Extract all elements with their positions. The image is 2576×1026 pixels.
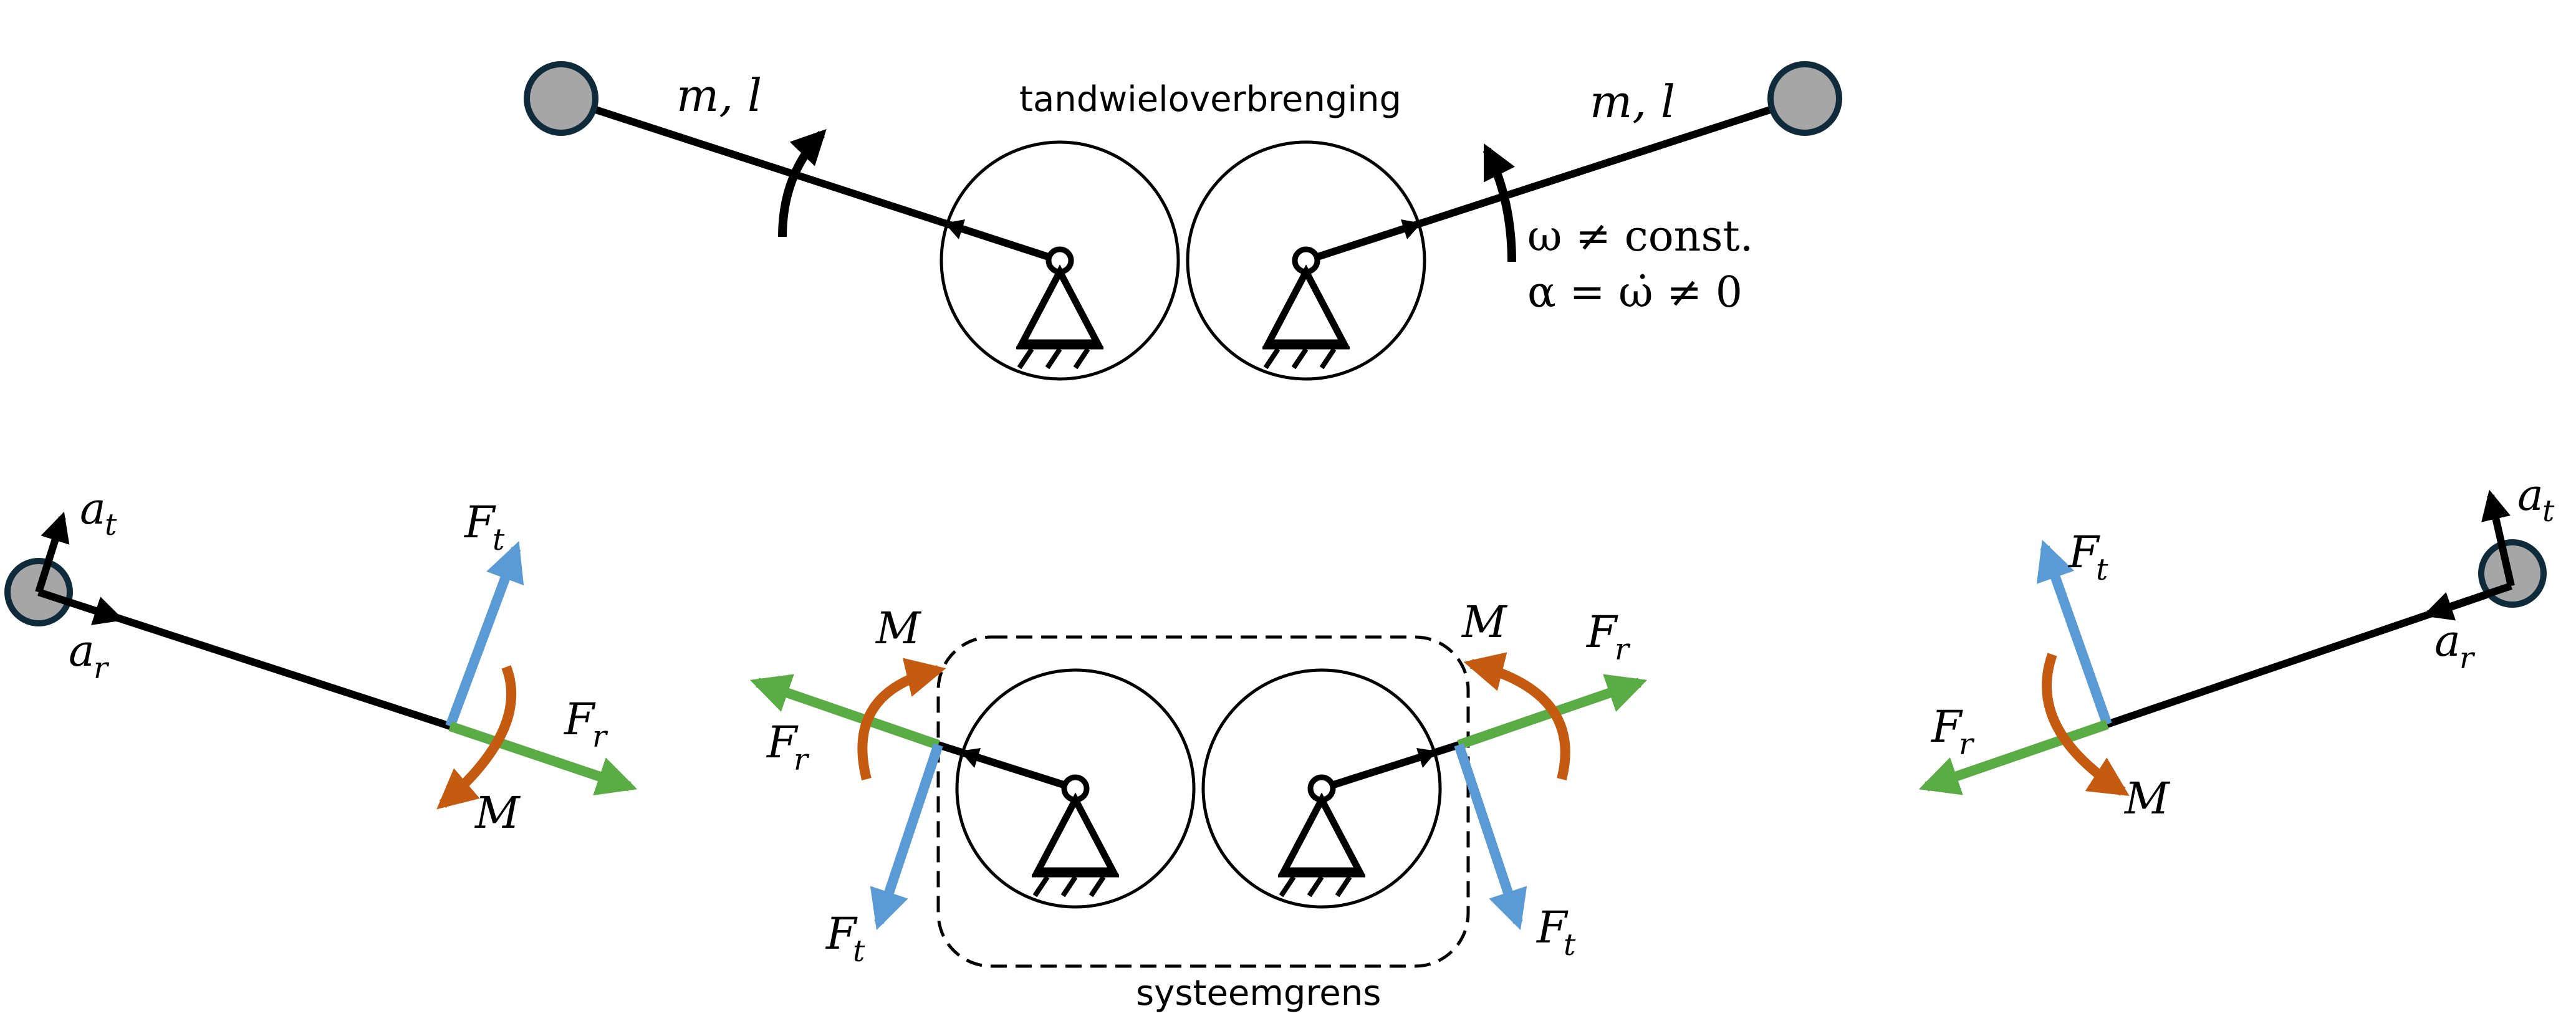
label-F-r-right: F r: [1930, 701, 1975, 762]
moment-arrow-right: [2042, 653, 2130, 796]
svg-text:t: t: [493, 522, 505, 557]
label-F-t-left: F t: [463, 497, 505, 557]
rod-left-top: [560, 95, 1061, 264]
svg-text:t: t: [105, 507, 117, 542]
svg-text:F: F: [563, 694, 596, 745]
svg-text:F: F: [766, 717, 799, 768]
svg-text:a: a: [2434, 615, 2461, 666]
fbd-center-gears: F r F t M F r F t M systeemgrens: [749, 597, 1648, 1014]
svg-text:t: t: [853, 934, 865, 969]
moment-arrow-left: [436, 665, 517, 810]
label-mass-length-right: m, l: [1590, 75, 1675, 128]
svg-text:t: t: [2542, 494, 2555, 529]
label-F-t-center-right: F t: [1536, 902, 1576, 962]
label-M-left: M: [474, 787, 521, 838]
svg-text:r: r: [94, 651, 110, 686]
svg-text:F: F: [1585, 606, 1618, 658]
label-a-r-left: a r: [69, 625, 110, 686]
accel-tangential-arrow-right: [2481, 489, 2515, 587]
fbd-right-rod: a t a r F t F r M: [1918, 469, 2555, 824]
force-radial-arrow-center-left: [749, 674, 940, 750]
label-F-t-right: F t: [2067, 527, 2108, 587]
svg-text:a: a: [80, 483, 106, 534]
force-radial-arrow-right: [1918, 719, 2109, 795]
svg-text:t: t: [1564, 928, 1576, 962]
accel-radial-arrow-left: [37, 588, 125, 625]
svg-text:r: r: [1615, 632, 1631, 667]
mass-left-top: [524, 61, 598, 136]
force-tangential-arrow-center-right: [1454, 743, 1527, 931]
rod-gear-contact-marker-left-bottom: [960, 748, 981, 768]
svg-text:r: r: [1959, 727, 1975, 762]
label-M-center-right: M: [1461, 597, 1508, 648]
label-F-r-left: F r: [563, 694, 608, 754]
label-system-boundary: systeemgrens: [1136, 973, 1381, 1014]
accel-tangential-arrow-left: [35, 511, 70, 593]
system-boundary: [936, 635, 1470, 968]
label-M-right: M: [2123, 773, 2171, 824]
pivot-support-right-bottom: [1278, 774, 1365, 898]
moment-arrow-center-left: [857, 658, 946, 780]
rod-right-top: [1305, 95, 1806, 264]
gear-right-bottom: [1201, 668, 1442, 909]
label-F-r-center-right: F r: [1585, 606, 1631, 667]
svg-text:F: F: [825, 908, 858, 959]
force-radial-arrow-left: [448, 721, 638, 795]
label-F-t-center-left: F t: [825, 908, 865, 969]
svg-text:F: F: [1930, 701, 1963, 752]
label-M-center-left: M: [875, 603, 922, 654]
svg-text:r: r: [592, 719, 608, 754]
svg-text:a: a: [2517, 469, 2544, 520]
gear-right-top: [1186, 140, 1426, 381]
pivot-support-left-top: [1016, 246, 1103, 370]
gear-left-bottom: [955, 668, 1196, 909]
fbd-left-rod: a t a r F t F r M: [4, 483, 638, 838]
rod-gear-contact-marker-right: [1401, 219, 1421, 239]
gear-left-top: [940, 140, 1180, 381]
force-tangential-arrow-right: [2036, 539, 2112, 726]
label-a-r-right: a r: [2434, 615, 2476, 676]
svg-text:r: r: [794, 742, 810, 777]
label-omega-condition: ω ≠ const.: [1527, 212, 1753, 261]
force-tangential-arrow-center-left: [870, 743, 943, 931]
label-gear-transmission: tandwieloverbrenging: [1019, 79, 1401, 120]
pivot-support-left-bottom: [1032, 774, 1119, 898]
svg-text:a: a: [69, 625, 95, 676]
moment-arrow-center-right: [1463, 652, 1570, 780]
svg-text:r: r: [2459, 641, 2476, 676]
rotation-arrow-right-top: [1483, 143, 1516, 262]
rod-gear-contact-marker-right-bottom: [1416, 748, 1437, 768]
force-tangential-arrow-left: [445, 541, 524, 728]
svg-text:t: t: [2096, 552, 2108, 587]
pivot-support-right-top: [1262, 246, 1350, 370]
label-alpha-condition: α = ω̇ ≠ 0: [1527, 268, 1742, 317]
mass-right-top: [1767, 61, 1842, 136]
svg-text:F: F: [463, 497, 496, 548]
label-a-t-left: a t: [80, 483, 117, 542]
top-assembly: m, l m, l tandwieloverbrenging ω ≠ const…: [524, 61, 1842, 381]
accel-radial-arrow-right: [2422, 582, 2512, 621]
svg-text:F: F: [1536, 902, 1569, 953]
rotation-arrow-left-top: [778, 128, 827, 237]
rod-gear-contact-marker-left: [944, 219, 965, 239]
label-mass-length-left: m, l: [676, 69, 762, 122]
svg-text:F: F: [2067, 527, 2100, 578]
label-a-t-right: a t: [2517, 469, 2555, 529]
label-F-r-center-left: F r: [766, 717, 810, 777]
